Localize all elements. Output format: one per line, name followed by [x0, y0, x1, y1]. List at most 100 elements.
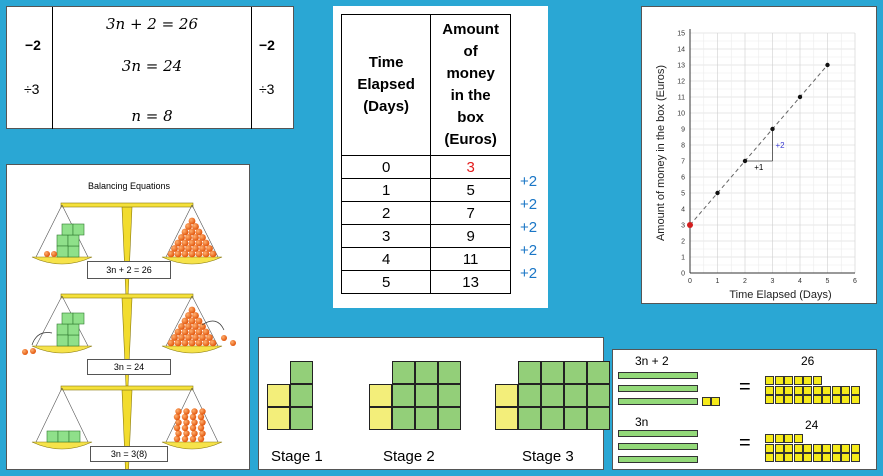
cell-euros-highlight: 3	[430, 155, 511, 179]
cell-days: 3	[340, 224, 432, 248]
unit-square	[803, 385, 812, 395]
counter	[202, 250, 210, 258]
counter	[171, 245, 178, 252]
unit-square	[774, 385, 784, 395]
pattern-square	[541, 361, 564, 384]
counter	[192, 323, 199, 330]
cube	[56, 323, 69, 336]
unit-square	[850, 443, 860, 453]
cube	[72, 312, 85, 325]
counter	[199, 234, 206, 241]
pattern-square	[415, 384, 438, 407]
counter	[181, 435, 189, 443]
equation-panel: 3n + 2 = 26 3n = 24 n = 8 −2 ÷3 −2 ÷3	[6, 6, 294, 129]
counter	[178, 245, 185, 252]
counter	[173, 413, 181, 421]
cube	[68, 430, 81, 443]
counter	[192, 234, 199, 241]
cell-euros: 11	[430, 247, 511, 271]
counter	[181, 424, 189, 432]
x-tick-label: 1	[716, 278, 720, 285]
y-tick-label: 12	[677, 79, 685, 86]
header-euros-line: box	[457, 109, 484, 126]
pattern-square	[290, 361, 313, 384]
balance-caption-2: 3n = 24	[87, 359, 171, 375]
pattern-square	[495, 384, 518, 407]
scale-string	[191, 295, 219, 347]
x-tick-label: 3	[771, 278, 775, 285]
table-header-row: Time Elapsed (Days) Amount of money in t…	[340, 14, 511, 156]
y-tick-label: 4	[681, 207, 685, 214]
equation-line-3: n = 8	[131, 107, 173, 125]
pattern-square	[369, 384, 392, 407]
scale-string	[35, 295, 63, 347]
scale-string	[35, 204, 63, 258]
unit-square	[774, 453, 784, 462]
pattern-square	[587, 361, 610, 384]
cell-days: 2	[340, 201, 432, 225]
unit-square	[822, 453, 831, 462]
counter	[195, 317, 203, 325]
n-bar	[618, 372, 698, 379]
unit-square	[812, 453, 822, 462]
header-euros: Amount of money in the box (Euros)	[430, 14, 511, 156]
scale-string	[61, 387, 89, 443]
counter	[189, 435, 197, 443]
values-table: Time Elapsed (Days) Amount of money in t…	[340, 14, 511, 294]
pattern-square	[518, 384, 541, 407]
x-axis-label: Time Elapsed (Days)	[729, 289, 831, 301]
counter	[173, 435, 181, 443]
cube	[67, 334, 80, 347]
scale-beam	[60, 293, 194, 299]
data-point	[742, 158, 748, 164]
unit-square	[803, 376, 812, 385]
cube	[56, 245, 69, 258]
bar-model-panel: 3n + 2 26 3n 24 = =	[612, 349, 877, 470]
counter	[185, 334, 192, 341]
x-tick-label: 0	[688, 278, 692, 285]
y-tick-label: 7	[681, 159, 685, 166]
counter	[195, 239, 203, 247]
counter	[181, 317, 189, 325]
cell-days: 5	[340, 270, 432, 294]
x-tick-label: 4	[798, 278, 802, 285]
stage-1-label: Stage 1	[271, 448, 323, 465]
counter	[199, 408, 206, 415]
scale-pan	[161, 345, 223, 354]
y-tick-label: 6	[681, 175, 685, 182]
n-bar	[618, 430, 698, 437]
counter	[171, 334, 178, 341]
scale-pan	[161, 441, 223, 450]
counter	[188, 250, 196, 258]
scale-string	[165, 295, 193, 347]
counter	[199, 245, 206, 252]
header-euros-line: in the	[450, 87, 491, 104]
cube	[61, 312, 74, 325]
equals-sign-bottom: =	[739, 432, 751, 454]
unit-square	[765, 443, 774, 453]
n-bar	[618, 443, 698, 450]
stage-3-label: Stage 3	[522, 448, 574, 465]
unit-square	[784, 385, 793, 395]
n-bar	[618, 398, 698, 405]
unit-square	[822, 443, 831, 453]
unit-square	[803, 443, 812, 453]
pattern-square	[564, 407, 587, 430]
scale-pan	[31, 345, 93, 354]
run-annotation: +1	[754, 163, 764, 172]
counter	[174, 328, 182, 336]
counter	[188, 306, 196, 314]
cube	[67, 234, 80, 247]
y-tick-label: 8	[681, 143, 685, 150]
scale-string	[191, 204, 219, 258]
y-tick-label: 3	[681, 223, 685, 230]
left-op-subtract: −2	[25, 37, 41, 53]
unit-square	[850, 385, 860, 395]
unit-square	[774, 434, 784, 443]
cube	[56, 234, 69, 247]
counter	[197, 435, 205, 443]
counter	[181, 228, 189, 236]
